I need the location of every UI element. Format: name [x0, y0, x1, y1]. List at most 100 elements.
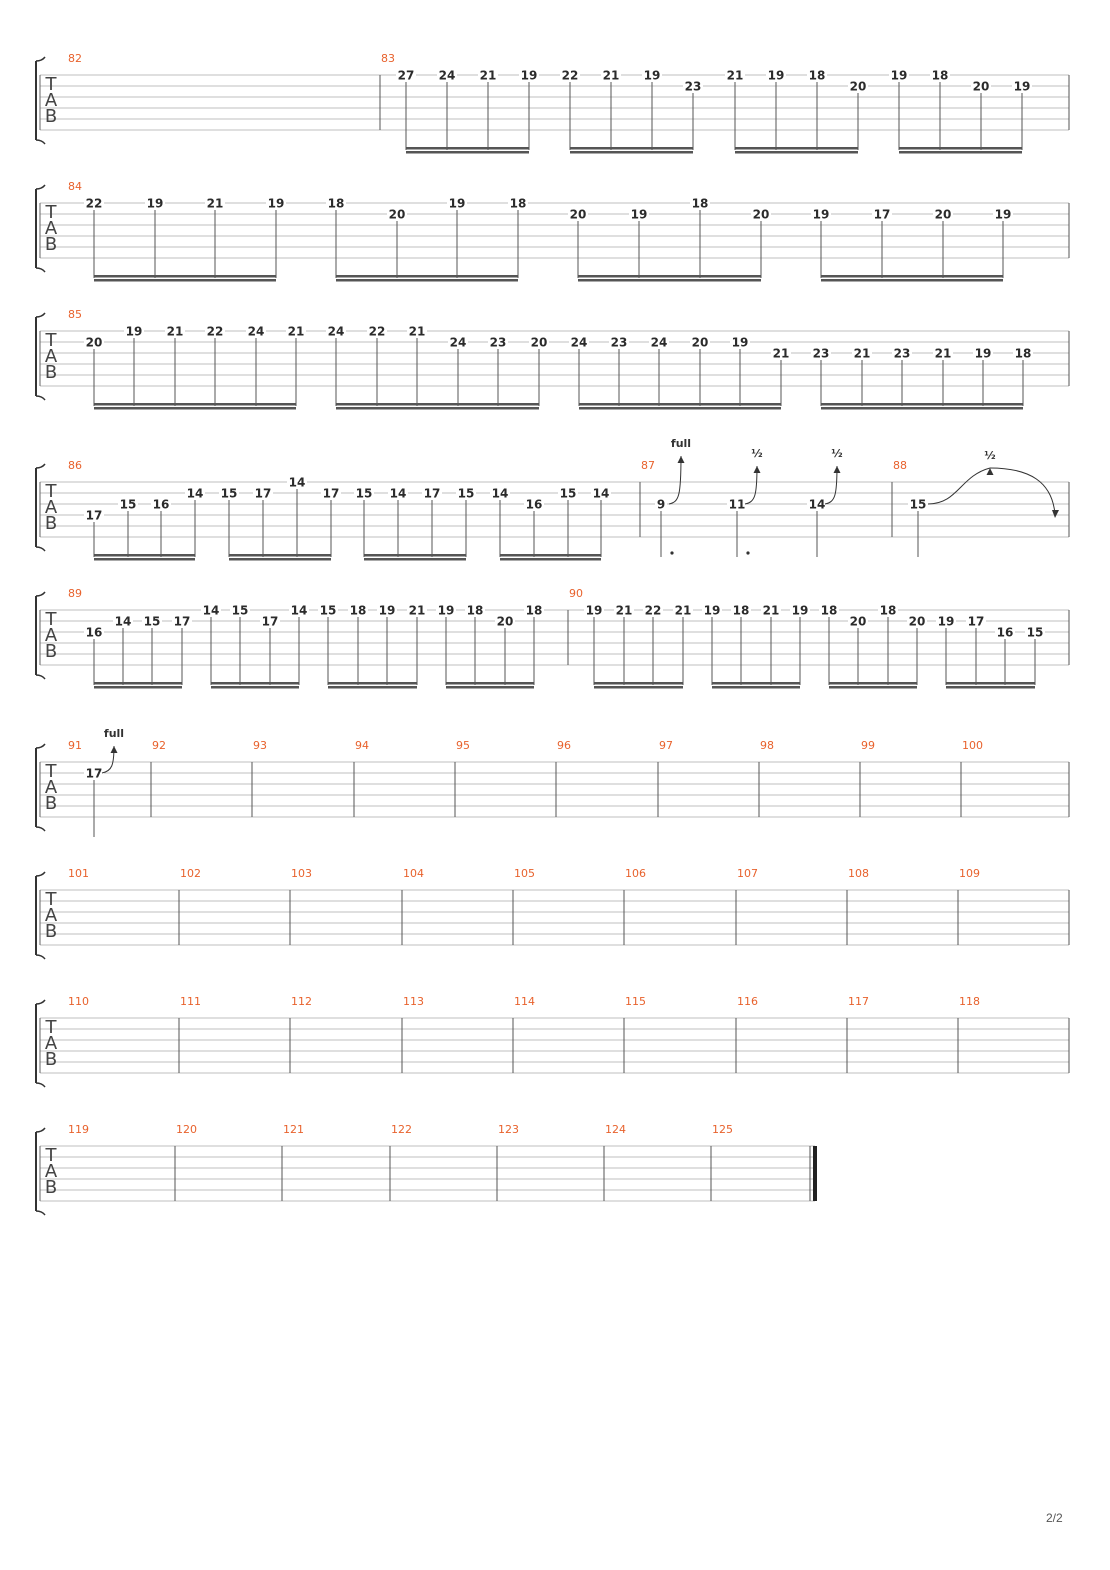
beam: [829, 686, 917, 689]
bend-label: ½: [984, 449, 995, 462]
bend-label: ½: [751, 447, 762, 460]
fret-knockout: [643, 603, 663, 616]
beam: [94, 275, 276, 278]
fret-knockout: [84, 335, 104, 348]
fret-number: 21: [288, 325, 305, 339]
fret-number: 21: [773, 347, 790, 361]
fret-number: 20: [850, 80, 867, 94]
measure-number: 97: [659, 739, 673, 752]
fret-number: 15: [120, 498, 137, 512]
fret-number: 19: [792, 604, 809, 618]
fret-number: 24: [248, 325, 265, 339]
fret-knockout: [519, 68, 539, 81]
fret-number: 19: [768, 69, 785, 83]
fret-knockout: [529, 335, 549, 348]
fret-knockout: [702, 603, 722, 616]
fret-knockout: [448, 335, 468, 348]
fret-number: 23: [611, 336, 628, 350]
measure-number: 108: [848, 867, 869, 880]
measure-number: 86: [68, 459, 82, 472]
fret-number: 21: [935, 347, 952, 361]
bracket-hook-top: [35, 999, 46, 1005]
fret-knockout: [84, 508, 104, 521]
beam: [821, 275, 1003, 278]
bracket-hook-bottom: [35, 139, 46, 145]
bracket-hook-top: [35, 1127, 46, 1133]
fret-knockout: [971, 79, 991, 92]
beam: [579, 403, 781, 406]
fret-number: 14: [390, 487, 407, 501]
fret-knockout: [930, 68, 950, 81]
tab-clef-letter: B: [45, 1049, 57, 1070]
measure-number: 98: [760, 739, 774, 752]
bracket-hook-bottom: [35, 674, 46, 680]
beam: [229, 554, 331, 557]
tab-clef-letter: B: [45, 1177, 57, 1198]
measure-number: 117: [848, 995, 869, 1008]
fret-knockout: [142, 614, 162, 627]
fret-number: 17: [262, 615, 279, 629]
bend-arrowhead: [986, 468, 994, 475]
fret-knockout: [848, 79, 868, 92]
measure-number: 100: [962, 739, 983, 752]
fret-number: 15: [1027, 626, 1044, 640]
bend-curve: [927, 467, 991, 505]
fret-knockout: [201, 603, 221, 616]
measure-number: 107: [737, 867, 758, 880]
fret-number: 9: [657, 498, 665, 512]
measure-number: 116: [737, 995, 758, 1008]
fret-knockout: [321, 486, 341, 499]
fret-number: 15: [144, 615, 161, 629]
fret-number: 19: [975, 347, 992, 361]
fret-number: 22: [86, 197, 103, 211]
fret-number: 18: [932, 69, 949, 83]
fret-knockout: [289, 603, 309, 616]
fret-knockout: [872, 207, 892, 220]
fret-knockout: [387, 207, 407, 220]
fret-knockout: [811, 207, 831, 220]
bracket-hook-top: [35, 184, 46, 190]
tab-clef-letter: T: [45, 330, 58, 351]
beam: [446, 686, 534, 689]
fret-number: 19: [449, 197, 466, 211]
fret-knockout: [367, 324, 387, 337]
measure-number: 93: [253, 739, 267, 752]
beam: [94, 279, 276, 282]
fret-knockout: [253, 486, 273, 499]
fret-knockout: [766, 68, 786, 81]
beam: [94, 686, 182, 689]
fret-number: 14: [115, 615, 132, 629]
duration-dot: [746, 551, 750, 555]
fret-knockout: [642, 68, 662, 81]
fret-number: 18: [510, 197, 527, 211]
fret-number: 20: [86, 336, 103, 350]
fret-number: 24: [439, 69, 456, 83]
fret-number: 19: [704, 604, 721, 618]
fret-knockout: [145, 196, 165, 209]
fret-number: 18: [328, 197, 345, 211]
fret-number: 21: [675, 604, 692, 618]
fret-number: 15: [910, 498, 927, 512]
measure-number: 89: [68, 587, 82, 600]
beam: [94, 682, 182, 685]
fret-knockout: [407, 603, 427, 616]
fret-number: 17: [424, 487, 441, 501]
fret-knockout: [524, 497, 544, 510]
bracket-hook-top: [35, 312, 46, 318]
beam: [821, 279, 1003, 282]
fret-number: 22: [645, 604, 662, 618]
measure-number: 88: [893, 459, 907, 472]
measure-number: 83: [381, 52, 395, 65]
measure-number: 85: [68, 308, 82, 321]
fret-number: 27: [398, 69, 415, 83]
fret-number: 19: [891, 69, 908, 83]
tab-clef-letter: T: [45, 609, 58, 630]
fret-knockout: [447, 196, 467, 209]
fret-knockout: [771, 346, 791, 359]
measure-number: 87: [641, 459, 655, 472]
fret-knockout: [790, 603, 810, 616]
